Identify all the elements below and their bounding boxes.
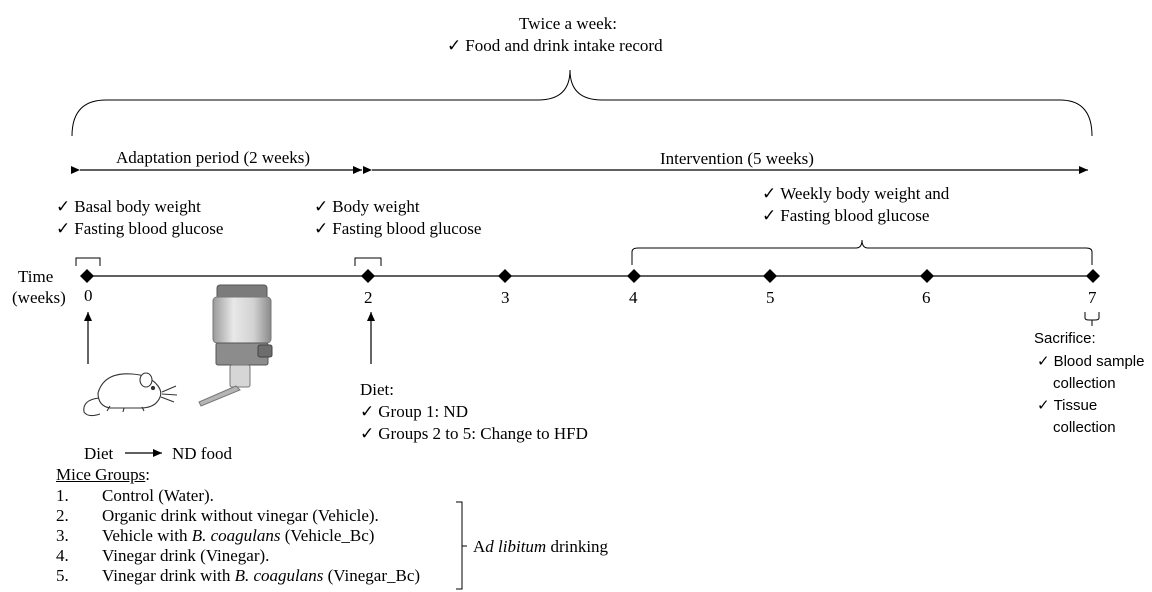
checkmark-icon: ✓	[314, 219, 329, 238]
diamond-marker-icon	[361, 269, 375, 283]
sacrifice-item-1-cont: collection	[1053, 375, 1116, 392]
week2-diet-item-2: ✓Groups 2 to 5: Change to HFD	[360, 424, 588, 443]
diamond-marker-icon	[920, 269, 934, 283]
water-bottle-icon	[198, 284, 273, 407]
week2-diet-item-1: ✓Group 1: ND	[360, 402, 468, 421]
time-axis-unit: (weeks)	[12, 288, 66, 307]
sacrifice-title: Sacrifice:	[1034, 330, 1096, 347]
checkmark-icon: ✓	[762, 206, 777, 225]
ad-libitum-label: Ad libitum drinking	[473, 537, 609, 556]
diet-value: ND food	[172, 444, 232, 463]
timeline-markers	[80, 269, 1100, 283]
group-row-2: 2.Organic drink without vinegar (Vehicle…	[56, 506, 379, 525]
diamond-marker-icon	[627, 269, 641, 283]
checkmark-icon: ✓	[56, 197, 71, 216]
week2-diet-title: Diet:	[360, 380, 394, 399]
diamond-marker-icon	[80, 269, 94, 283]
tick-label: 3	[501, 288, 510, 307]
diamond-marker-icon	[763, 269, 777, 283]
mouse-icon	[83, 372, 178, 417]
group-row-1: 1.Control (Water).	[56, 486, 214, 505]
week2-note-2: ✓Fasting blood glucose	[314, 219, 482, 238]
checkmark-icon: ✓	[360, 402, 375, 421]
time-axis-label: Time	[18, 267, 54, 286]
mice-groups-title: Mice Groups:	[56, 465, 150, 484]
top-brace	[71, 69, 1093, 137]
tick-label: 4	[629, 288, 638, 307]
intervention-period-label: Intervention (5 weeks)	[660, 149, 814, 168]
sacrifice-item-2: ✓Tissue	[1037, 397, 1098, 414]
checkmark-icon: ✓	[762, 184, 777, 203]
week0-note-1: ✓Basal body weight	[56, 197, 201, 216]
group-row-4: 4.Vinegar drink (Vinegar).	[56, 546, 270, 565]
checkmark-icon: ✓	[1037, 397, 1050, 414]
checkmark-icon: ✓	[447, 36, 462, 55]
week7-bracket	[1084, 312, 1100, 326]
diamond-marker-icon	[1086, 269, 1100, 283]
diet-label: Diet	[84, 444, 114, 463]
tick-label: 7	[1088, 288, 1097, 307]
week2-note-1: ✓Body weight	[314, 197, 420, 216]
top-note-title: Twice a week:	[519, 14, 617, 33]
tick-label: 6	[922, 288, 931, 307]
week0-bracket	[75, 257, 101, 266]
checkmark-icon: ✓	[1037, 353, 1050, 370]
group-row-3: 3.Vehicle with B. coagulans (Vehicle_Bc)	[56, 526, 375, 545]
diamond-marker-icon	[498, 269, 512, 283]
group-row-5: 5.Vinegar drink with B. coagulans (Vineg…	[56, 566, 421, 585]
weekly-note-1: ✓Weekly body weight and	[762, 184, 950, 203]
top-note-item: ✓Food and drink intake record	[447, 36, 663, 55]
groups-bracket	[456, 501, 467, 590]
checkmark-icon: ✓	[360, 424, 375, 443]
tick-label: 5	[766, 288, 775, 307]
checkmark-icon: ✓	[56, 219, 71, 238]
weekly-brace	[631, 239, 1093, 265]
sacrifice-item-1: ✓Blood sample	[1037, 353, 1145, 370]
adaptation-period-label: Adaptation period (2 weeks)	[116, 148, 311, 167]
weekly-note-2: ✓Fasting blood glucose	[762, 206, 930, 225]
week2-bracket	[354, 257, 382, 266]
tick-label: 0	[84, 286, 93, 305]
sacrifice-item-2-cont: collection	[1053, 419, 1116, 436]
tick-label: 2	[364, 288, 373, 307]
checkmark-icon: ✓	[314, 197, 329, 216]
week0-note-2: ✓Fasting blood glucose	[56, 219, 224, 238]
